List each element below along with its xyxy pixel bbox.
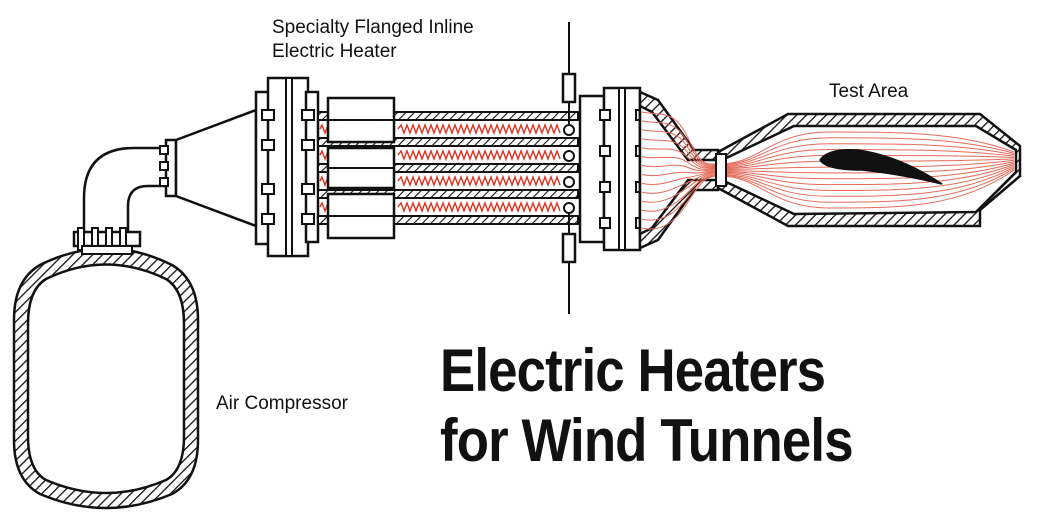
title-line1: Electric Heaters bbox=[440, 337, 826, 404]
airflow-streamlines bbox=[641, 111, 1015, 230]
streamline bbox=[641, 159, 1015, 172]
streamline bbox=[641, 120, 1015, 166]
streamline bbox=[641, 166, 1015, 212]
air-compressor-tank bbox=[12, 247, 200, 510]
streamline bbox=[641, 147, 1015, 169]
test-area-label: Test Area bbox=[829, 81, 909, 102]
heater-label: Specialty Flanged Inline Electric Heater bbox=[272, 16, 474, 64]
streamline bbox=[641, 168, 1015, 221]
heater-label-line1: Specialty Flanged Inline bbox=[272, 17, 474, 38]
airfoil bbox=[819, 148, 943, 185]
streamline bbox=[641, 165, 1015, 203]
heating-elements bbox=[319, 123, 561, 213]
heater-outlet-flange bbox=[578, 86, 647, 252]
heater-inlet-flange bbox=[254, 76, 320, 258]
heating-coil-stub bbox=[319, 123, 329, 135]
streamline bbox=[641, 164, 1015, 194]
heating-coil-stub bbox=[319, 149, 329, 161]
streamline bbox=[641, 161, 1015, 177]
heater-label-line2: Electric Heater bbox=[272, 41, 397, 62]
heating-coil bbox=[397, 123, 561, 135]
page-title: Electric Heaters for Wind Tunnels bbox=[440, 336, 854, 476]
heating-coil bbox=[397, 201, 561, 213]
heater-tube-bundle bbox=[317, 96, 579, 240]
inlet-cone bbox=[174, 108, 258, 228]
streamline bbox=[641, 156, 1015, 170]
heating-coil-stub bbox=[319, 175, 329, 187]
wind-tunnel-duct bbox=[638, 90, 1022, 250]
air-compressor-label: Air Compressor bbox=[216, 393, 348, 414]
temperature-probe-bottom bbox=[561, 214, 577, 314]
streamline bbox=[641, 138, 1015, 168]
streamline bbox=[641, 129, 1015, 167]
elbow-pipe bbox=[72, 138, 178, 255]
heating-coil bbox=[397, 149, 561, 161]
streamline bbox=[641, 111, 1015, 165]
streamline bbox=[641, 169, 1015, 230]
title-line2: for Wind Tunnels bbox=[440, 407, 854, 474]
heating-coil-stub bbox=[319, 201, 329, 213]
temperature-probe-top bbox=[561, 22, 577, 124]
heating-coil bbox=[397, 175, 561, 187]
